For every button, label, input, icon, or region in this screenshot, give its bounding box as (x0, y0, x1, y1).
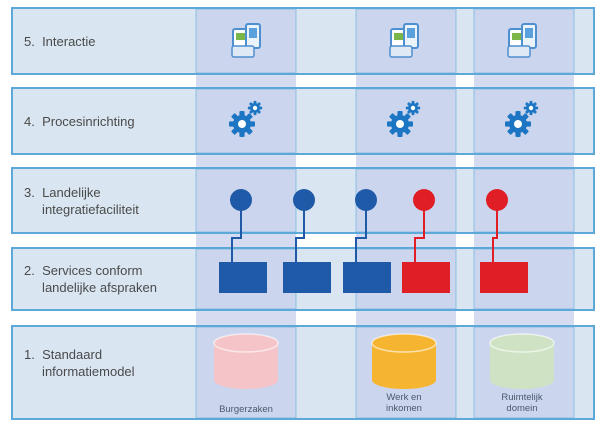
database-icon (371, 333, 437, 389)
layer-label-4: 4. Procesinrichting (24, 113, 135, 130)
column-cell-border (473, 248, 575, 310)
database-body (214, 343, 278, 389)
database-body (490, 343, 554, 389)
phone-screen (512, 33, 521, 40)
gear-large (505, 111, 531, 137)
column-cell-border (195, 88, 297, 154)
integration-node (230, 189, 252, 211)
connector-line (295, 200, 305, 262)
layer-border-4 (11, 87, 595, 155)
database-top (213, 333, 279, 353)
integration-node (293, 189, 315, 211)
phone-screen (394, 33, 403, 40)
gear-small (247, 100, 263, 116)
gear-small (523, 100, 539, 116)
tablet-screen (525, 28, 533, 38)
column-cell-border (473, 168, 575, 233)
laptop-shape (507, 45, 531, 58)
connector-line (231, 200, 242, 262)
column-cell-border (473, 88, 575, 154)
layer-label-1: 1. Standaard informatiemodel (24, 346, 135, 380)
column-cell-border (355, 8, 457, 74)
tablet-screen (407, 28, 415, 38)
gear-large (229, 111, 255, 137)
layer-label-line: 3. Landelijke (24, 185, 101, 200)
integration-node (486, 189, 508, 211)
database-label-line: domein (506, 403, 538, 414)
database-label-line: Burgerzaken (219, 404, 273, 415)
phone-screen (236, 33, 245, 40)
database-top (371, 333, 437, 353)
column-cell-border (355, 326, 457, 419)
layer-label-line: integratiefaciliteit (24, 202, 139, 217)
layer-label-2: 2. Services conform landelijke afspraken (24, 262, 157, 296)
database-icon (213, 333, 279, 389)
layer-label-3: 3. Landelijke integratiefaciliteit (24, 184, 139, 218)
layer-label-line: 5. Interactie (24, 34, 96, 49)
devices-icon (507, 23, 537, 58)
service-block (402, 262, 450, 293)
devices-icon (231, 23, 261, 58)
layer-label-line: 1. Standaard (24, 347, 103, 362)
database-label-line: inkomen (386, 403, 422, 414)
layer-label-line: 2. Services conform (24, 263, 143, 278)
connector-line (492, 200, 498, 262)
database-label-line: Ruimtelijk (501, 392, 543, 403)
column-cell-border (195, 8, 297, 74)
service-block (219, 262, 267, 293)
column-cell-border (195, 326, 297, 419)
layer-label-line: landelijke afspraken (24, 280, 157, 295)
database-body (372, 343, 436, 389)
database-top (489, 333, 555, 353)
column-cell-border (355, 88, 457, 154)
service-block (480, 262, 528, 293)
database-label: Burgerzaken (206, 404, 286, 415)
database-label-line: Werk en (386, 392, 422, 403)
devices-icon (389, 23, 419, 58)
layer-label-line: informatiemodel (24, 364, 135, 379)
database-icon (489, 333, 555, 389)
gear-large (387, 111, 413, 137)
integration-node (355, 189, 377, 211)
gear-small (405, 100, 421, 116)
column-cell-border (473, 326, 575, 419)
layer-label-line: 4. Procesinrichting (24, 114, 135, 129)
connector-line (414, 200, 425, 262)
service-block (283, 262, 331, 293)
tablet-screen (249, 28, 257, 38)
service-block (343, 262, 391, 293)
integration-node (413, 189, 435, 211)
laptop-shape (389, 45, 413, 58)
layer-label-5: 5. Interactie (24, 33, 96, 50)
column-cell-border (473, 8, 575, 74)
layer-border-2 (11, 247, 595, 311)
laptop-shape (231, 45, 255, 58)
connector-line (355, 200, 367, 262)
layer-border-1 (11, 325, 595, 420)
layer-border-5 (11, 7, 595, 75)
